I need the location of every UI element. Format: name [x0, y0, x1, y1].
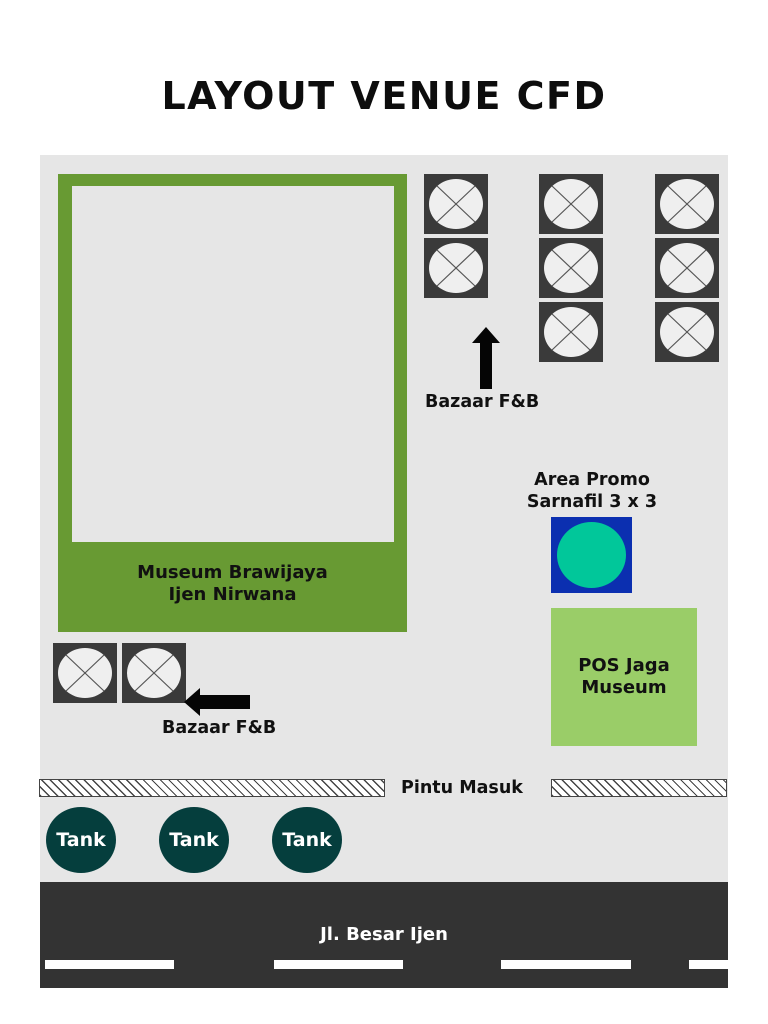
- stall-x-icon: [660, 243, 714, 293]
- stall-x-icon: [429, 179, 483, 229]
- promo-label: Area Promo Sarnafil 3 x 3: [497, 469, 687, 513]
- pos-label-line1: POS Jaga: [578, 655, 670, 676]
- promo-label-line1: Area Promo: [534, 470, 650, 490]
- road-marking: [501, 960, 631, 969]
- stall-x-icon: [58, 648, 112, 698]
- bazaar-stall: [424, 238, 488, 298]
- bazaar-stall: [655, 174, 719, 234]
- museum-inner-area: [72, 186, 394, 542]
- arrow-up-icon: [472, 327, 500, 389]
- promo-circle-icon: [557, 522, 626, 588]
- stall-x-icon: [429, 243, 483, 293]
- tank: Tank: [272, 807, 342, 873]
- stall-x-icon: [127, 648, 181, 698]
- museum-building: Museum Brawijaya Ijen Nirwana: [58, 174, 407, 632]
- pos-label-line2: Museum: [581, 677, 667, 698]
- pos-jaga-museum: POS Jaga Museum: [551, 608, 697, 746]
- bazaar-stall: [122, 643, 186, 703]
- bazaar-stall: [539, 302, 603, 362]
- stall-x-icon: [544, 179, 598, 229]
- road-marking: [689, 960, 728, 969]
- stall-x-icon: [660, 307, 714, 357]
- museum-label-line2: Ijen Nirwana: [168, 584, 297, 605]
- road-marking: [45, 960, 174, 969]
- pos-label: POS Jaga Museum: [551, 655, 697, 699]
- page-title: LAYOUT VENUE CFD: [161, 74, 607, 118]
- museum-label: Museum Brawijaya Ijen Nirwana: [58, 562, 407, 606]
- museum-label-line1: Museum Brawijaya: [137, 562, 328, 583]
- promo-tent: [551, 517, 632, 593]
- stall-x-icon: [544, 243, 598, 293]
- entrance-label: Pintu Masuk: [401, 778, 523, 798]
- bazaar-stall: [539, 238, 603, 298]
- stall-x-icon: [544, 307, 598, 357]
- bazaar-stall: [424, 174, 488, 234]
- bazaar-left-label: Bazaar F&B: [162, 718, 277, 738]
- stall-x-icon: [660, 179, 714, 229]
- road-marking: [274, 960, 403, 969]
- tank: Tank: [46, 807, 116, 873]
- arrow-left-icon: [184, 688, 250, 716]
- bazaar-stall: [655, 302, 719, 362]
- road-label: Jl. Besar Ijen: [320, 924, 448, 945]
- tank: Tank: [159, 807, 229, 873]
- promo-label-line2: Sarnafil 3 x 3: [526, 492, 658, 512]
- bazaar-top-label: Bazaar F&B: [425, 392, 540, 412]
- bazaar-stall: [539, 174, 603, 234]
- fence-right: [551, 779, 727, 797]
- bazaar-stall: [655, 238, 719, 298]
- road: Jl. Besar Ijen: [40, 882, 728, 988]
- bazaar-stall: [53, 643, 117, 703]
- fence-left: [39, 779, 385, 797]
